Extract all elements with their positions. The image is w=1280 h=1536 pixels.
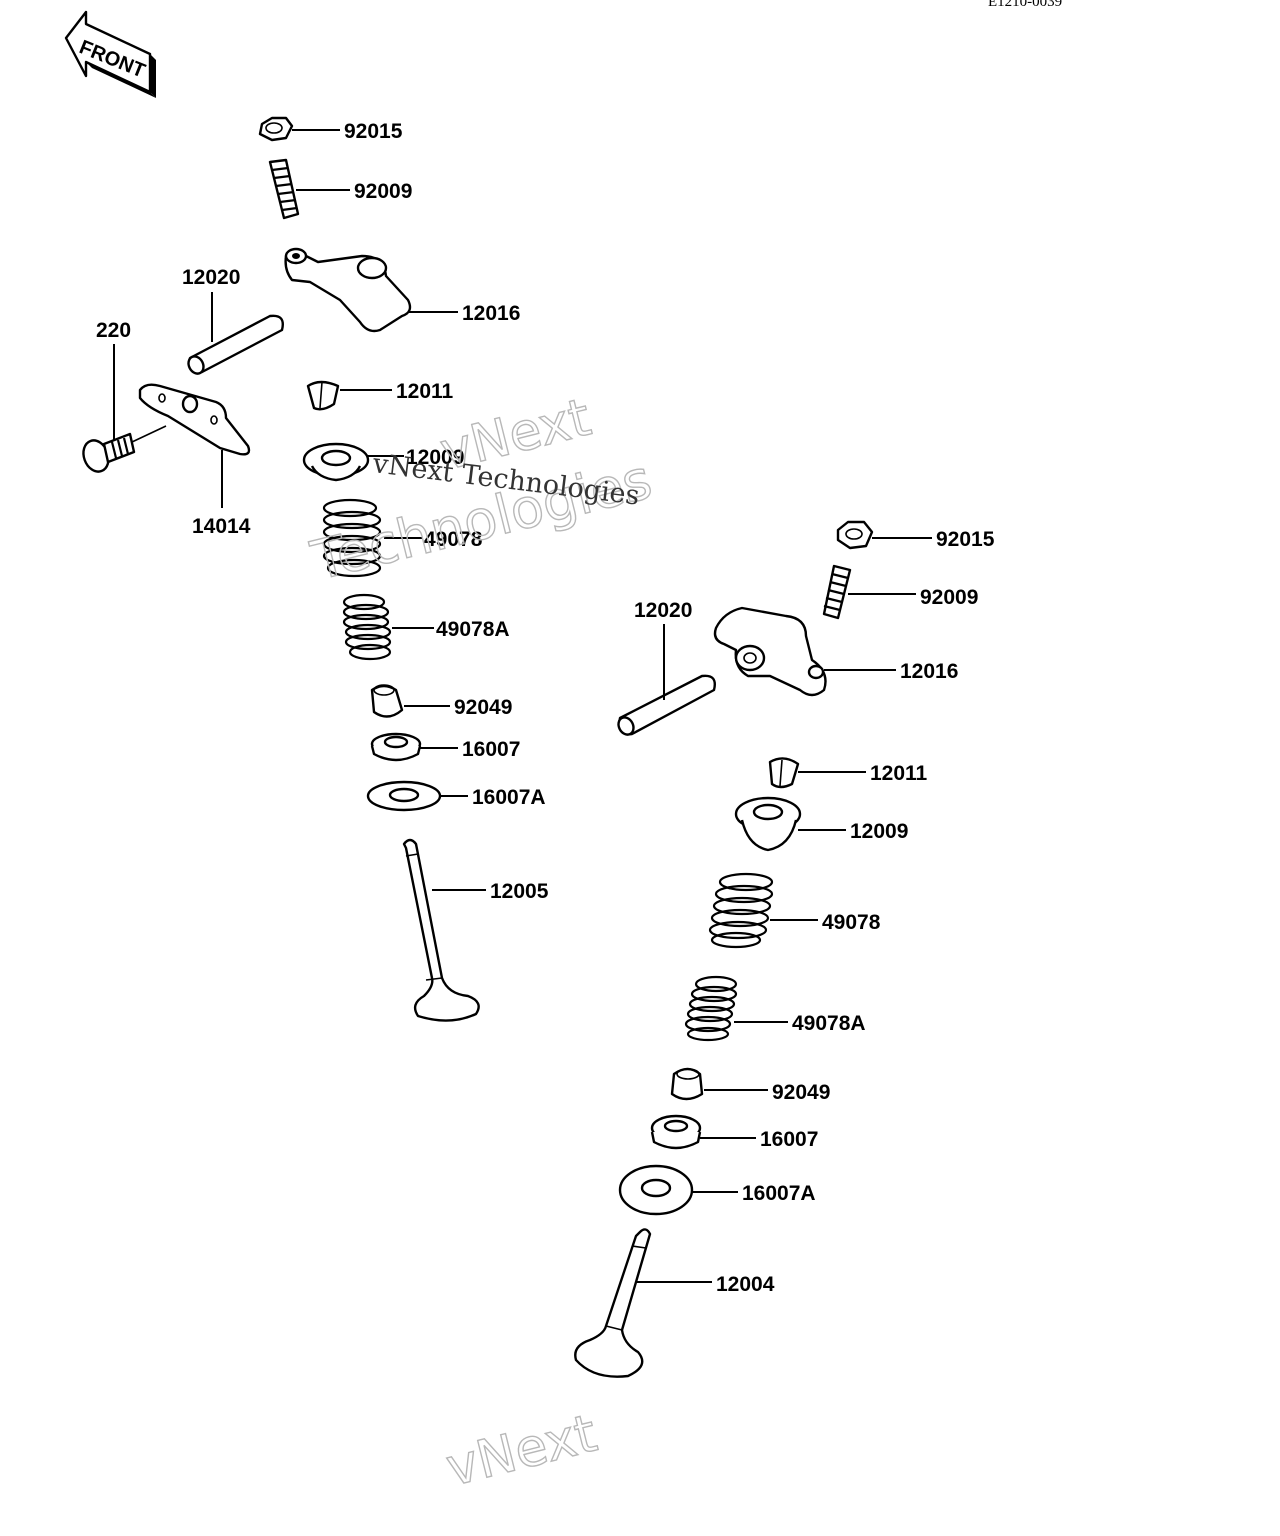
right-adjusting-screw-92009: 92009 [822,564,978,620]
right-nut-label: 92015 [936,528,995,551]
right-stem-seal-label: 92049 [772,1081,830,1104]
left-stem-seal-label: 92049 [454,696,512,719]
right-rocker-arm-label: 12016 [900,660,958,683]
left-nut-label: 92015 [344,120,403,143]
left-inner-spring-49078A: 49078A [342,593,510,661]
left-plate-14014: 14014 [138,383,251,538]
left-plate-label: 14014 [192,515,251,538]
left-outer-spring-label: 49078 [424,528,483,551]
right-cotter-12011: 12011 [768,757,928,789]
front-arrow-icon: FRONT [64,10,156,98]
left-spring-seat-label: 16007 [462,738,520,761]
left-bolt-label: 220 [96,319,131,342]
left-washer-16007A: 16007A [366,780,546,812]
right-outer-spring-49078: 49078 [708,872,881,949]
left-valve-label: 12005 [490,880,549,903]
right-spring-seat-16007: 16007 [650,1114,818,1151]
right-retainer-12009: 12009 [734,796,908,852]
left-cotter-label: 12011 [396,380,454,403]
left-rocker-arm-label: 12016 [462,302,520,325]
right-rocker-shaft-12020: 12020 [617,599,716,736]
watermark-vnext-bottom: vNext [441,1404,603,1499]
right-valve-12004: 12004 [574,1228,775,1378]
left-rocker-arm-12016: 12016 [284,247,520,333]
right-nut-92015: 92015 [836,520,995,551]
right-outer-spring-label: 49078 [822,911,881,934]
right-washer-16007A: 16007A [618,1164,816,1216]
left-nut-92015: 92015 [258,116,403,143]
left-outer-spring-49078: 49078 [322,498,483,578]
left-adjusting-screw-92009: 92009 [268,158,412,220]
right-spring-seat-label: 16007 [760,1128,818,1151]
left-valve-12005: 12005 [402,838,549,1022]
right-retainer-label: 12009 [850,820,908,843]
right-stem-seal-92049: 92049 [670,1067,830,1104]
right-rocker-shaft-label: 12020 [634,599,692,622]
left-stem-seal-92049: 92049 [370,684,512,719]
right-inner-spring-49078A: 49078A [684,975,866,1042]
left-adjusting-screw-label: 92009 [354,180,412,203]
left-retainer-label: 12009 [406,446,464,469]
left-retainer-12009: 12009 [302,442,464,482]
left-inner-spring-label: 49078A [436,618,510,641]
right-adjusting-screw-label: 92009 [920,586,978,609]
left-washer-label: 16007A [472,786,546,809]
right-washer-label: 16007A [742,1182,816,1205]
right-cotter-label: 12011 [870,762,928,785]
diagram-code: E1210-0039 [988,0,1062,10]
left-cotter-12011: 12011 [306,380,454,411]
right-rocker-arm-12016: 12016 [713,606,958,697]
left-rocker-shaft-label: 12020 [182,266,240,289]
left-bolt-220: 220 [82,319,167,473]
left-rocker-shaft-12020: 12020 [182,266,284,375]
right-valve-label: 12004 [716,1273,775,1296]
right-inner-spring-label: 49078A [792,1012,866,1035]
left-spring-seat-16007: 16007 [370,732,520,762]
